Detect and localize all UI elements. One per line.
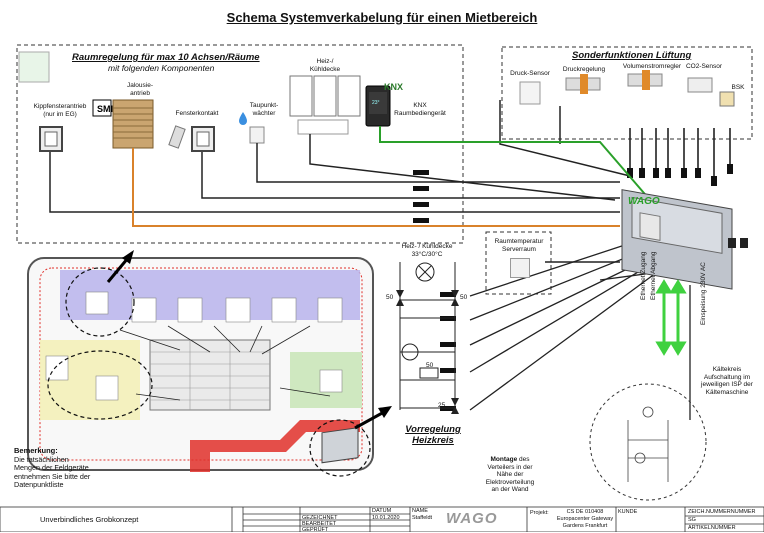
ceiling-panel bbox=[289, 75, 313, 117]
tb-projekt-3: Gardens Frankfurt bbox=[562, 523, 608, 529]
heizdecke-circuit-title: Heiz- / Kühldecke 33°C/30°C bbox=[401, 243, 453, 258]
tb-row1: GEZEICHNET bbox=[302, 515, 338, 521]
druck-sensor-label: Druck-Sensor bbox=[510, 70, 550, 77]
tb-datum: 10.01.2020 bbox=[372, 515, 400, 521]
floor-plan bbox=[27, 250, 374, 472]
kaeltekreis-label: Kältekreis Aufschaltung im jeweiligen IS… bbox=[701, 366, 753, 396]
tb-row2: BEARBEITET bbox=[302, 521, 337, 527]
montage-rest: des Verteilers in der Nähe der Elektrove… bbox=[485, 456, 535, 493]
sonderfunktionen-box bbox=[501, 46, 753, 140]
jalousie-label: Jalousie- antrieb bbox=[126, 82, 153, 97]
tb-kunde-label: KUNDE bbox=[618, 509, 638, 515]
taupunkt-sensor bbox=[249, 126, 265, 144]
tb-sg: SG bbox=[688, 517, 696, 523]
room-icon bbox=[18, 51, 50, 83]
knx-label: KNX Raumbediengerät bbox=[394, 102, 446, 117]
co2-label: CO2-Sensor bbox=[685, 63, 723, 70]
tb-projekt-1: CS DE 010408 bbox=[566, 509, 604, 515]
bemerkung-text: Die tatsächlichen Mengen der Feldgeräte … bbox=[14, 455, 91, 490]
titleblock-wago-logo: WAGO bbox=[446, 510, 498, 527]
tb-artikel-label: ARTIKELNUMMER bbox=[688, 525, 736, 531]
valve-label-3: 50 bbox=[426, 362, 434, 369]
taupunkt-label: Taupunkt- wächter bbox=[249, 102, 279, 117]
bsk-label: BSK bbox=[731, 84, 745, 91]
tb-name: Staffeldt bbox=[412, 515, 433, 521]
einspeisung-label: Einspeisung 230V AC bbox=[700, 262, 707, 325]
smi-logo bbox=[92, 99, 112, 117]
tb-col-datum: DATUM bbox=[372, 508, 392, 514]
sonderfunktionen-title: Sonderfunktionen Lüftung bbox=[572, 50, 692, 61]
raumregelung-box bbox=[16, 44, 464, 244]
page-title: Schema Systemverkabelung für einen Mietb… bbox=[226, 10, 538, 25]
tb-projekt-label: Projekt: bbox=[530, 510, 549, 516]
cabinet-icon bbox=[321, 427, 359, 464]
tb-col-name: NAME bbox=[412, 508, 428, 514]
montage-note: Montage des Verteilers in der Nähe der E… bbox=[478, 456, 542, 494]
svg-text:23°: 23° bbox=[372, 100, 380, 106]
valve-label-2: 50 bbox=[460, 294, 468, 301]
titleblock-left: Unverbindliches Grobkonzept bbox=[40, 515, 139, 524]
green-cable bbox=[379, 126, 651, 201]
tb-row3: GEPRÜFT bbox=[302, 527, 329, 533]
svg-text:SMI: SMI bbox=[97, 104, 113, 114]
orange-cable bbox=[132, 148, 620, 227]
heizdecke-label: Heiz-/ Kühldecke bbox=[309, 58, 341, 73]
fensterkontakt-sensor bbox=[168, 125, 186, 149]
water-drop-icon bbox=[239, 112, 247, 125]
volumenstrom-label: Volumenstromregler bbox=[622, 63, 682, 70]
title-block-frame bbox=[0, 506, 764, 532]
raumregelung-subtitle: mit folgenden Komponenten bbox=[108, 63, 215, 73]
raumtemperatur-label: Raumtemperatur Serverraum bbox=[494, 238, 544, 253]
knx-logo: KNX bbox=[384, 82, 404, 92]
kaeltekreis-circle bbox=[589, 383, 707, 501]
tb-zeich-label: ZEICH.NUMMERNUMMER bbox=[688, 509, 756, 515]
wago-logo: WAGO bbox=[628, 196, 660, 207]
co2-sensor-icon bbox=[687, 77, 713, 93]
valve-label-1: 50 bbox=[386, 294, 394, 301]
raumregelung-title: Raumregelung für max 10 Achsen/Räume bbox=[72, 52, 260, 63]
montage-bold: Montage bbox=[490, 456, 518, 463]
druck-sensor-icon bbox=[519, 81, 541, 105]
vorregelung-caption: Vorregelung Heizkreis bbox=[405, 424, 461, 446]
fensterkontakt-label: Fensterkontakt bbox=[175, 110, 219, 117]
ethernet-abgang-label: Ethernet Abgang bbox=[650, 251, 657, 300]
kippfenster-label: Kippfensterantrieb (nur im EG) bbox=[33, 103, 87, 118]
jalousie-icon bbox=[112, 99, 154, 149]
bsk-icon bbox=[719, 91, 735, 107]
bemerkung-head: Bemerkung: bbox=[14, 446, 58, 455]
druckregelung-label: Druckregelung bbox=[562, 66, 606, 73]
raumtemperatur-sensor bbox=[510, 258, 530, 278]
tb-projekt-2: Europacenter Gateway bbox=[556, 516, 614, 522]
valve-label-4: 25 bbox=[438, 402, 446, 409]
ethernet-zugang-label: Ethernet Zugang bbox=[640, 251, 647, 300]
